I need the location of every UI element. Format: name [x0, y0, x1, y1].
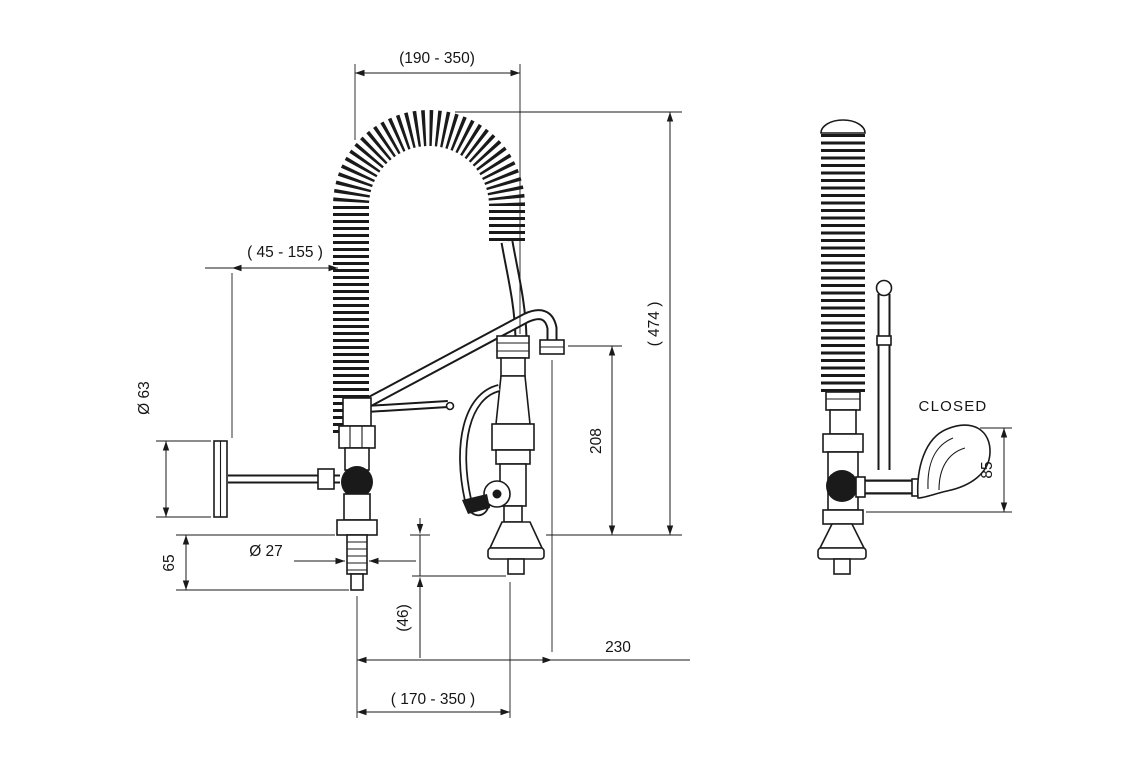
dim-lever-height: 85 [866, 427, 1012, 513]
riser-base [336, 519, 378, 536]
coil-spring-hose [333, 110, 525, 433]
side-body [817, 391, 867, 575]
side-coil-cap [820, 119, 866, 134]
dim-wall-offset-label: ( 45 - 155 ) [247, 244, 323, 261]
side-base [822, 509, 864, 525]
spray-head [459, 335, 545, 575]
dim-total-height-label: ( 474 ) [646, 302, 663, 347]
spray-face [487, 547, 545, 560]
spray-bell [488, 521, 544, 549]
closed-state-label: CLOSED [919, 398, 988, 415]
inlet-shank [346, 534, 368, 575]
dim-shank-length: 65 [161, 534, 349, 591]
dim-wall-offset: ( 45 - 155 ) [205, 244, 338, 438]
dim-spout-reach-label: 230 [605, 639, 631, 656]
spray-nozzle [507, 558, 525, 575]
riser-lower-body [343, 493, 371, 521]
front-view: (190 - 350) ( 45 - 155 ) ( 474 ) 208 Ø 6… [136, 50, 690, 718]
dim-nozzle-drop: (46) [395, 518, 506, 658]
side-spray-handle [875, 279, 893, 470]
inlet-nipple [350, 573, 364, 591]
dim-total-height: ( 474 ) [455, 111, 682, 536]
spray-latch [462, 494, 490, 514]
side-spray-bell [818, 523, 866, 549]
dim-top-width: (190 - 350) [354, 50, 521, 334]
closed-lever [911, 424, 991, 499]
thread-lines [347, 541, 367, 571]
riser-nut [338, 425, 376, 449]
dim-spout-reach: 230 [356, 360, 690, 718]
dim-nozzle-drop-label: (46) [395, 604, 412, 632]
dim-base-span-label: ( 170 - 350 ) [391, 691, 475, 708]
dim-base-span: ( 170 - 350 ) [357, 582, 511, 718]
dim-spout-height: 208 [568, 345, 622, 535]
lever-handle [365, 400, 455, 413]
dim-top-width-label: (190 - 350) [399, 50, 475, 67]
dim-flange-diameter: Ø 63 [136, 381, 211, 518]
wall-bracket [213, 440, 340, 518]
riser-tee [342, 397, 372, 427]
dim-shank-length-label: 65 [161, 554, 178, 571]
dim-flange-diameter-label: Ø 63 [136, 381, 153, 415]
dim-shank-diameter: Ø 27 [249, 543, 416, 565]
spray-swivel-nut [496, 335, 530, 359]
smooth-hose [500, 240, 528, 339]
dim-lever-height-label: 85 [979, 461, 996, 478]
dim-shank-diameter-label: Ø 27 [249, 543, 283, 560]
side-spray-nozzle [833, 558, 851, 575]
spray-valve-body [491, 423, 535, 451]
side-clamp [826, 470, 858, 502]
riser-clamp [341, 466, 373, 498]
side-view: CLOSED 85 [817, 119, 1012, 575]
dim-spout-height-label: 208 [588, 428, 605, 454]
riser-body [336, 397, 378, 591]
side-spray-face [817, 547, 867, 560]
spout [351, 309, 565, 415]
rod-nut [317, 468, 335, 490]
